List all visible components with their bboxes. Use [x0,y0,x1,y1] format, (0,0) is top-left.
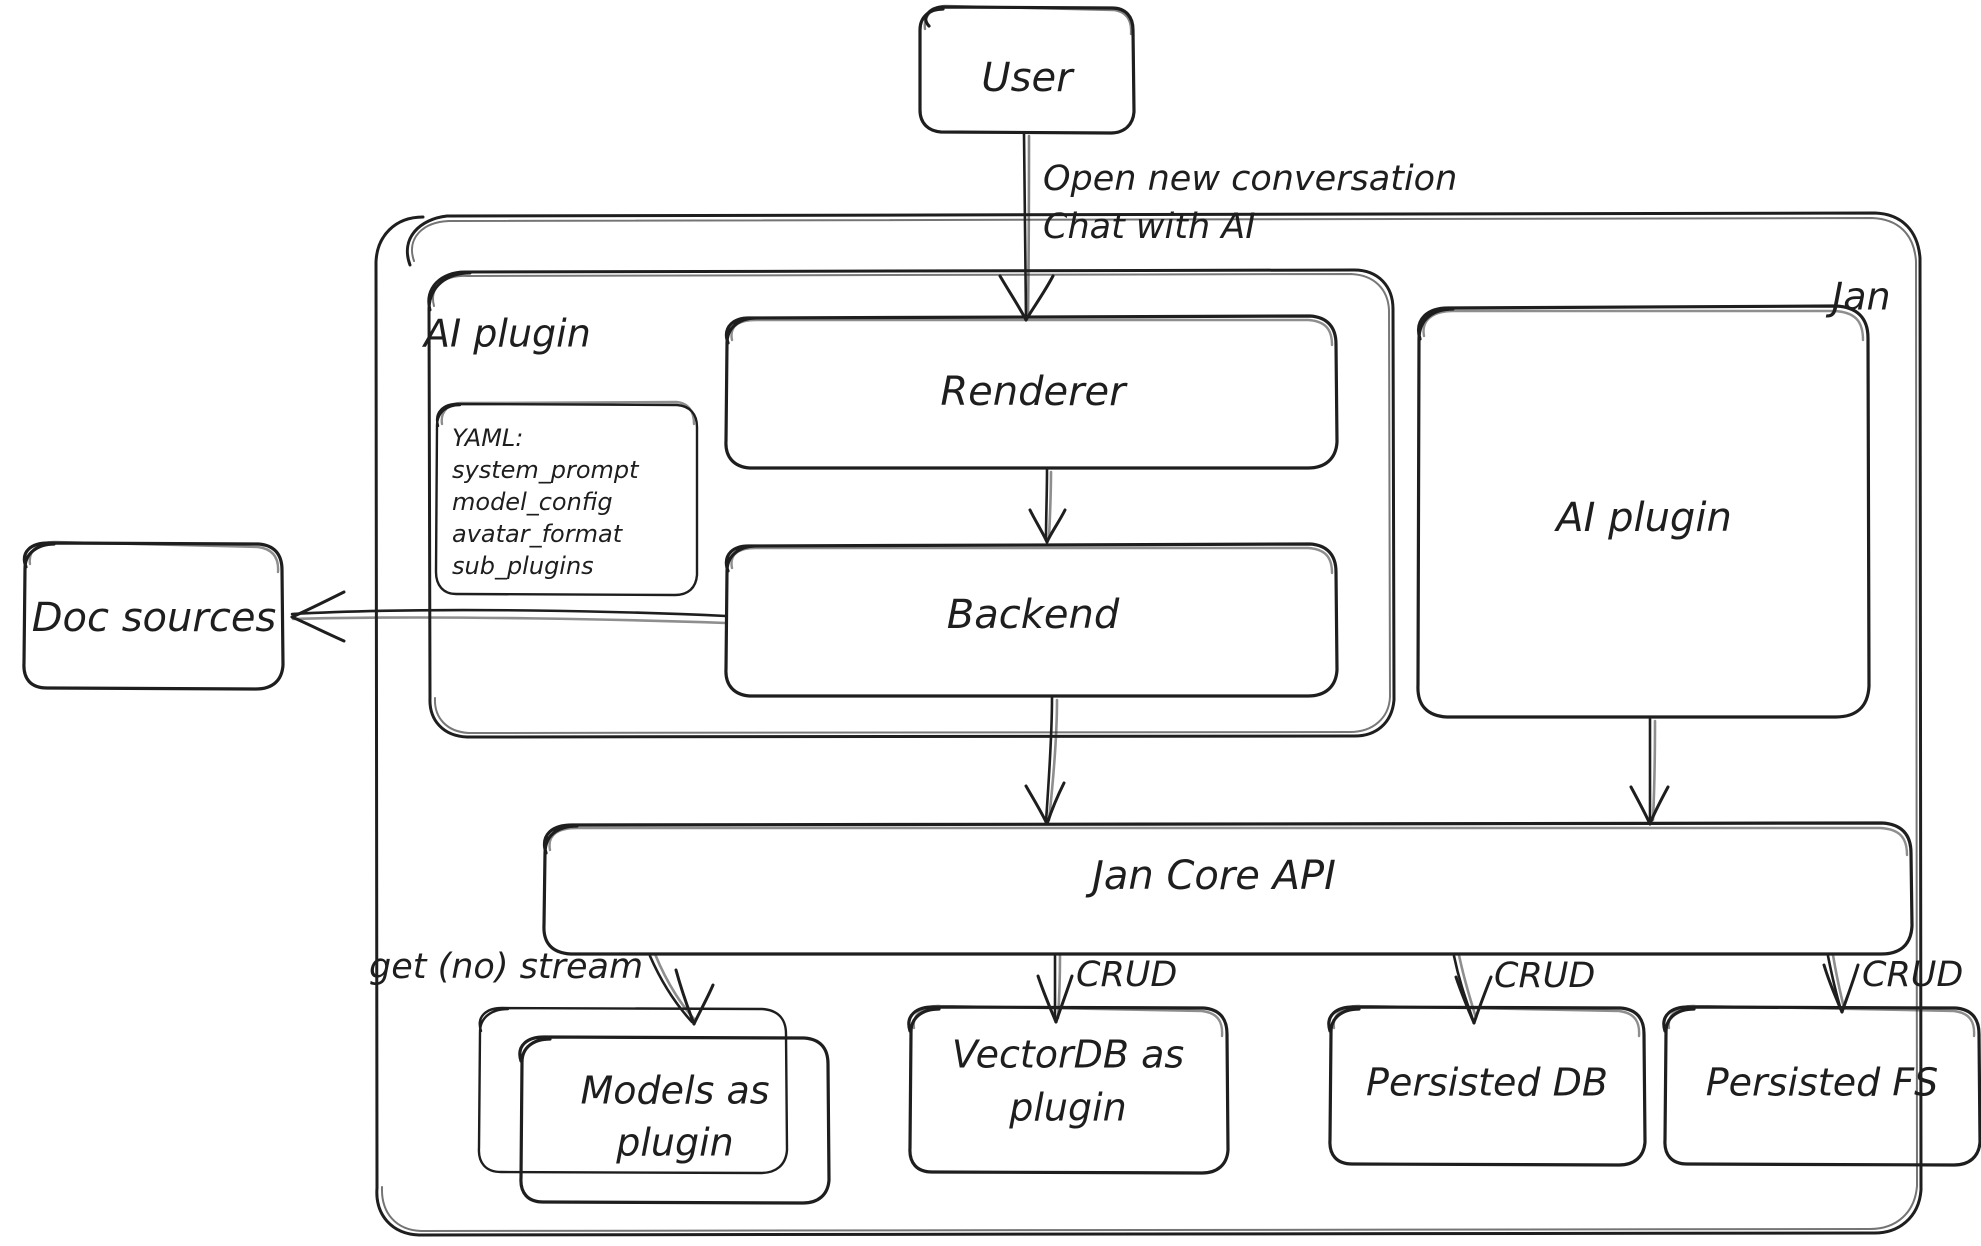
node-user[interactable]: User [918,4,1136,135]
edge-core-to-persisted-fs: CRUD [1822,953,1963,1014]
node-backend-label: Backend [947,592,1120,638]
edge-core-to-persisted-fs-label: CRUD [1862,955,1963,995]
yaml-line-1: system_prompt [452,456,640,484]
node-persisted-db-label: Persisted DB [1366,1061,1608,1105]
edge-backend-to-core [1024,696,1066,826]
edge-backend-to-doc-sources [290,590,728,643]
node-models-as-plugin-line1: Models as [580,1069,769,1113]
edge-renderer-to-backend [1028,468,1067,544]
node-doc-sources[interactable]: Doc sources [22,540,285,691]
group-ai-plugin-left-label: AI plugin [421,312,591,356]
node-renderer-label: Renderer [940,369,1128,415]
node-renderer[interactable]: Renderer [724,314,1339,470]
edge-core-to-persisted-db: CRUD [1452,953,1595,1025]
node-ai-plugin-right[interactable]: AI plugin [1416,304,1871,719]
node-jan-core-api-label: Jan Core API [1085,853,1336,899]
group-ai-plugin-left[interactable]: AI plugin [421,268,1396,739]
edge-user-to-renderer: Open new conversation Chat with AI [998,132,1457,322]
node-models-as-plugin[interactable]: Models as plugin [477,1006,831,1205]
node-vectordb-as-plugin-line1: VectorDB as [952,1033,1184,1077]
edge-core-to-models-label: get (no) stream [369,947,643,987]
node-backend[interactable]: Backend [724,542,1339,698]
yaml-line-4: sub_plugins [452,552,594,580]
edge-user-label-line2: Chat with AI [1043,207,1256,247]
node-persisted-fs[interactable]: Persisted FS [1662,1004,1981,1167]
node-jan-core-api[interactable]: Jan Core API [542,821,1914,956]
node-vectordb-as-plugin-line2: plugin [1008,1086,1127,1130]
node-user-label: User [981,55,1075,101]
edge-core-to-vectordb: CRUD [1036,954,1177,1024]
edge-core-to-vectordb-label: CRUD [1076,955,1177,995]
edge-user-label-line1: Open new conversation [1043,159,1457,199]
edge-core-to-persisted-db-label: CRUD [1494,956,1595,996]
node-yaml-note[interactable]: YAML: system_prompt model_config avatar_… [434,400,699,597]
node-doc-sources-label: Doc sources [32,595,277,641]
node-vectordb-as-plugin[interactable]: VectorDB as plugin [907,1004,1230,1175]
node-persisted-fs-label: Persisted FS [1706,1061,1939,1105]
edge-ai-plugin-to-core [1629,717,1670,826]
edge-core-to-models: get (no) stream [369,947,715,1026]
node-ai-plugin-right-label: AI plugin [1553,495,1732,541]
jan-container[interactable]: Jan [374,211,1923,1237]
node-models-as-plugin-line2: plugin [615,1121,734,1165]
yaml-line-3: avatar_format [452,520,624,548]
yaml-line-0: YAML: [452,424,523,452]
node-persisted-db[interactable]: Persisted DB [1327,1004,1647,1167]
yaml-line-2: model_config [452,488,613,516]
